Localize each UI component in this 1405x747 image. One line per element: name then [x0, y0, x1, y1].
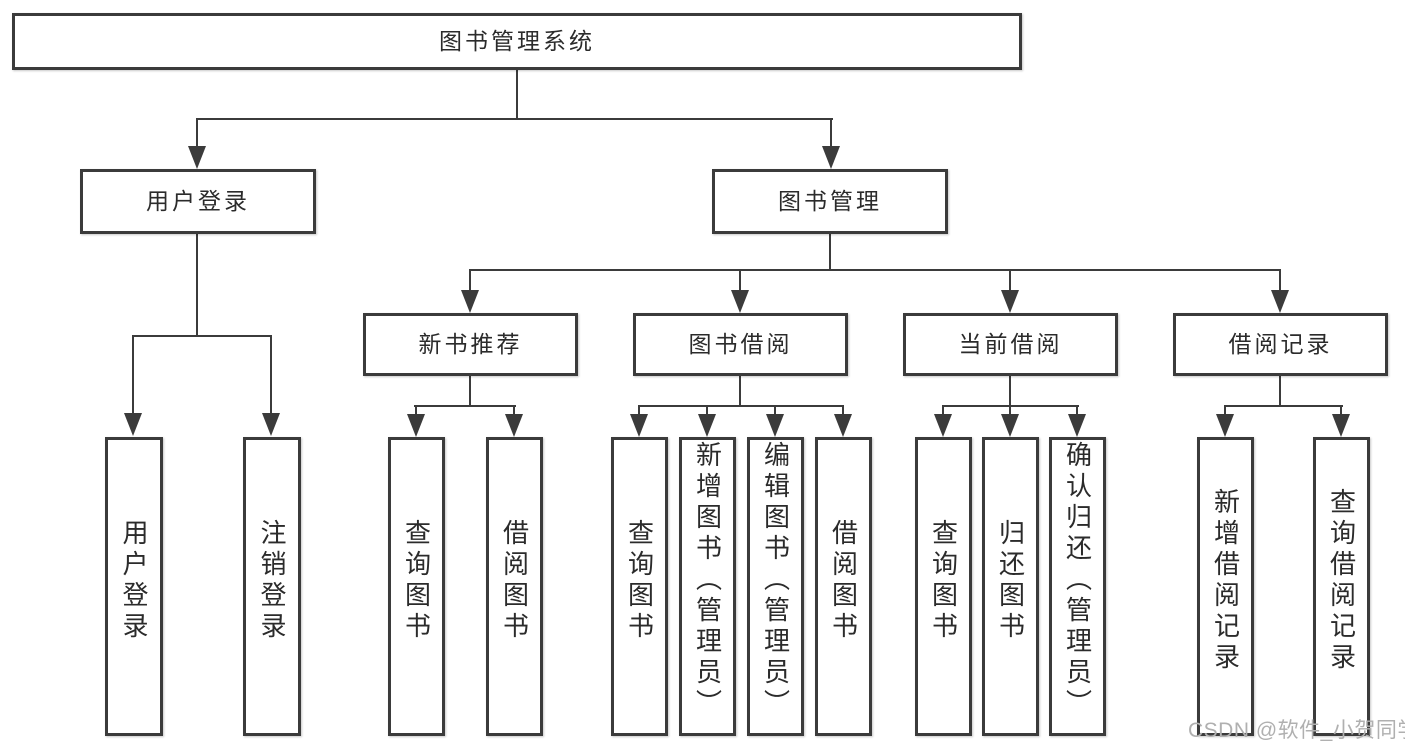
- connector-login-leaf-drop: [132, 335, 134, 416]
- node-new-book-recommend: 新书推荐: [363, 313, 578, 376]
- leaf-label: 编辑图书（管理员）: [760, 441, 791, 720]
- connector-root-stem: [516, 68, 518, 120]
- arrowhead-down-icon: [1271, 290, 1289, 313]
- connector-leaf-drop: [513, 405, 515, 416]
- connector-root-split: [196, 118, 833, 120]
- arrowhead-down-icon: [1001, 414, 1019, 437]
- connector-user-login-stem: [196, 233, 198, 337]
- connector-leaf-drop: [1340, 405, 1342, 416]
- connector-leaf-drop: [415, 405, 417, 416]
- leaf-edit-books-admin: 编辑图书（管理员）: [747, 437, 804, 736]
- connector-borrow-records-drop: [1279, 269, 1281, 292]
- connector-borrow-records-split: [1224, 405, 1343, 407]
- node-borrow-records-label: 借阅记录: [1228, 331, 1333, 357]
- connector-book-mgmt-split: [469, 269, 1281, 271]
- leaf-return-books: 归还图书: [982, 437, 1039, 736]
- connector-user-login-split: [132, 335, 272, 337]
- arrowhead-down-icon: [461, 290, 479, 313]
- leaf-label: 确认归还（管理员）: [1062, 441, 1093, 720]
- connector-leaf-drop: [1009, 405, 1011, 416]
- arrowhead-down-icon: [1332, 414, 1350, 437]
- arrowhead-down-icon: [262, 413, 280, 436]
- arrowhead-down-icon: [505, 414, 523, 437]
- node-root: 图书管理系统: [12, 13, 1022, 70]
- node-user-login: 用户登录: [80, 169, 316, 234]
- connector-leaf-drop: [842, 405, 844, 416]
- leaf-user-login: 用户登录: [105, 437, 163, 736]
- leaf-borrow-books-2: 借阅图书: [815, 437, 872, 736]
- arrowhead-down-icon: [1216, 414, 1234, 437]
- arrowhead-down-icon: [188, 146, 206, 169]
- connector-book-mgmt-stem: [829, 233, 831, 271]
- connector-borrow-records-stem: [1279, 374, 1281, 407]
- connector-book-borrow-drop: [739, 269, 741, 292]
- connector-current-borrow-stem: [1009, 374, 1011, 407]
- connector-book-mgmt-drop: [830, 118, 832, 148]
- node-book-borrow: 图书借阅: [633, 313, 848, 376]
- arrowhead-down-icon: [698, 414, 716, 437]
- arrowhead-down-icon: [407, 414, 425, 437]
- arrowhead-down-icon: [834, 414, 852, 437]
- arrowhead-down-icon: [934, 414, 952, 437]
- node-book-management-label: 图书管理: [778, 188, 882, 214]
- connector-book-borrow-stem: [739, 374, 741, 407]
- leaf-label: 借阅图书: [499, 518, 530, 643]
- connector-current-borrow-drop: [1009, 269, 1011, 292]
- leaf-query-books-2: 查询图书: [611, 437, 668, 736]
- node-book-borrow-label: 图书借阅: [688, 331, 793, 357]
- leaf-query-borrow-record: 查询借阅记录: [1313, 437, 1370, 736]
- leaf-label: 查询图书: [401, 518, 432, 643]
- connector-new-book-drop: [469, 269, 471, 292]
- leaf-add-borrow-record: 新增借阅记录: [1197, 437, 1254, 736]
- node-new-book-recommend-label: 新书推荐: [418, 331, 523, 357]
- leaf-logout: 注销登录: [243, 437, 301, 736]
- leaf-add-books-admin: 新增图书（管理员）: [679, 437, 736, 736]
- node-current-borrow-label: 当前借阅: [958, 331, 1063, 357]
- leaf-label: 新增图书（管理员）: [692, 441, 723, 720]
- leaf-label: 注销登录: [257, 518, 287, 643]
- arrowhead-down-icon: [1068, 414, 1086, 437]
- node-book-management: 图书管理: [712, 169, 948, 234]
- connector-user-login-drop: [196, 118, 198, 148]
- leaf-label: 用户登录: [119, 518, 149, 643]
- leaf-label: 查询借阅记录: [1326, 487, 1357, 674]
- connector-leaf-drop: [706, 405, 708, 416]
- connector-new-book-stem: [469, 374, 471, 407]
- node-root-label: 图书管理系统: [439, 28, 595, 54]
- arrowhead-down-icon: [766, 414, 784, 437]
- arrowhead-down-icon: [822, 146, 840, 169]
- leaf-label: 查询图书: [928, 518, 959, 643]
- connector-leaf-drop: [1076, 405, 1078, 416]
- connector-new-book-split: [414, 405, 516, 407]
- arrowhead-down-icon: [731, 290, 749, 313]
- connector-logout-leaf-drop: [270, 335, 272, 416]
- watermark: CSDN @软件_小贺同学: [1188, 719, 1405, 742]
- leaf-label: 新增借阅记录: [1210, 487, 1241, 674]
- node-borrow-records: 借阅记录: [1173, 313, 1388, 376]
- node-user-login-label: 用户登录: [146, 188, 250, 214]
- node-current-borrow: 当前借阅: [903, 313, 1118, 376]
- leaf-label: 借阅图书: [828, 518, 859, 643]
- arrowhead-down-icon: [1001, 290, 1019, 313]
- leaf-query-books-3: 查询图书: [915, 437, 972, 736]
- connector-leaf-drop: [1224, 405, 1226, 416]
- connector-leaf-drop: [774, 405, 776, 416]
- leaf-confirm-return-admin: 确认归还（管理员）: [1049, 437, 1106, 736]
- arrowhead-down-icon: [124, 413, 142, 436]
- leaf-label: 归还图书: [995, 518, 1026, 643]
- connector-book-borrow-split: [638, 405, 844, 407]
- arrowhead-down-icon: [630, 414, 648, 437]
- connector-leaf-drop: [942, 405, 944, 416]
- leaf-label: 查询图书: [624, 518, 655, 643]
- leaf-query-books-1: 查询图书: [388, 437, 445, 736]
- connector-leaf-drop: [638, 405, 640, 416]
- leaf-borrow-books-1: 借阅图书: [486, 437, 543, 736]
